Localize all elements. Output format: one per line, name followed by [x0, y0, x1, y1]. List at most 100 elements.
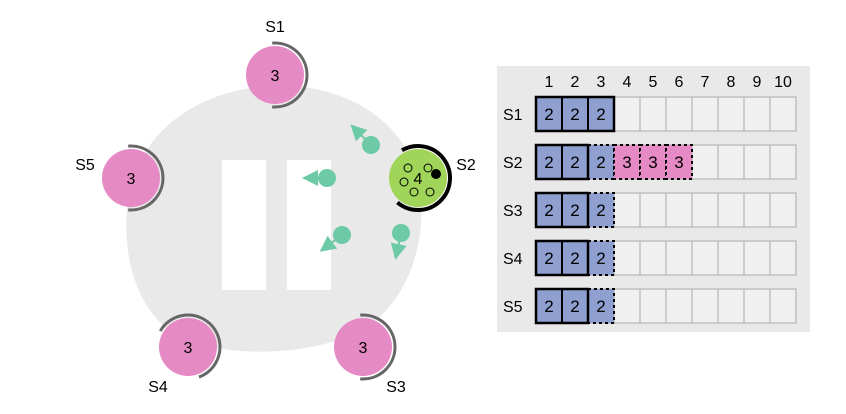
log-entry-term: 2: [570, 153, 579, 172]
cluster-background: [126, 85, 422, 352]
server-s4[interactable]: 3S4: [148, 313, 222, 396]
log-entry-term: 2: [570, 105, 579, 124]
log-slot: [613, 96, 641, 132]
log-entry-term: 2: [596, 153, 605, 172]
log-slot: [743, 192, 771, 228]
message-4: [390, 224, 410, 260]
log-entry-term: 3: [622, 153, 631, 172]
column-index: 4: [623, 74, 632, 91]
server-label: S1: [265, 19, 285, 36]
log-slot: [691, 288, 719, 324]
log-entry: [561, 240, 589, 276]
server-s1[interactable]: 3 S1: [246, 19, 309, 109]
column-index: 10: [774, 74, 792, 91]
log-entry-term: 2: [570, 249, 579, 268]
column-index: 7: [701, 74, 710, 91]
log-slot: [717, 96, 745, 132]
pause-bar-left: [222, 160, 266, 290]
vote-slot: [403, 163, 413, 173]
vote-dot: [431, 169, 441, 179]
log-entry: [587, 288, 615, 324]
committed-outline: [534, 143, 590, 181]
server-circle: [246, 46, 304, 104]
log-slot: [743, 240, 771, 276]
log-entry-term: 3: [674, 153, 683, 172]
column-index: 1: [545, 74, 554, 91]
server-circle: [159, 318, 217, 376]
log-slot: [639, 192, 667, 228]
log-slot: [665, 96, 693, 132]
log-entry-term: 2: [596, 249, 605, 268]
server-circle: [389, 149, 447, 207]
log-slot: [717, 240, 745, 276]
log-entry: [587, 192, 615, 228]
log-slot: [613, 240, 641, 276]
log-slot: [691, 240, 719, 276]
committed-outline: [534, 239, 590, 277]
log-entry-term: 2: [544, 153, 553, 172]
vote-slot: [423, 163, 433, 173]
log-entry: [665, 144, 693, 180]
log-slot: [691, 144, 719, 180]
log-slot: [717, 144, 745, 180]
server-s3[interactable]: 3S3: [334, 313, 406, 396]
log-slot: [691, 96, 719, 132]
log-entry-term: 2: [544, 201, 553, 220]
log-slot: [613, 288, 641, 324]
committed-outline: [534, 95, 616, 133]
server-circle: [334, 318, 392, 376]
committed-outline: [534, 191, 590, 229]
server-term: 3: [359, 340, 368, 357]
message-2: [302, 169, 336, 187]
server-s2[interactable]: 4S2: [389, 144, 476, 212]
log-entry-term: 2: [544, 105, 553, 124]
server-label: S3: [386, 379, 406, 396]
server-term: 3: [127, 171, 136, 188]
server-term: 3: [184, 340, 193, 357]
column-index: 9: [753, 74, 762, 91]
log-slot: [743, 96, 771, 132]
election-timer-arc: [396, 144, 452, 212]
message-1: [350, 124, 380, 154]
server-term: 3: [271, 68, 280, 85]
log-slot: [743, 288, 771, 324]
log-slot: [613, 192, 641, 228]
election-timer-arc: [128, 144, 165, 212]
log-slot: [691, 192, 719, 228]
log-slot: [769, 192, 797, 228]
log-entry-term: 2: [596, 201, 605, 220]
log-slot: [769, 96, 797, 132]
server-label: S5: [75, 157, 95, 174]
column-index: 2: [571, 74, 580, 91]
log-row-label: S5: [503, 299, 523, 316]
log-entry-term: 2: [596, 105, 605, 124]
log-entry: [639, 144, 667, 180]
server-s5[interactable]: 3 S5: [75, 144, 165, 212]
election-timer-arc: [272, 41, 309, 109]
committed-outline: [534, 287, 590, 325]
log-entry-term: 2: [570, 201, 579, 220]
log-slot: [665, 240, 693, 276]
election-timer-arc: [158, 313, 222, 379]
log-slot: [769, 288, 797, 324]
log-entry-term: 3: [648, 153, 657, 172]
log-entry-term: 2: [570, 297, 579, 316]
log-slot: [639, 96, 667, 132]
election-timer-arc: [360, 313, 397, 381]
log-slot: [717, 288, 745, 324]
log-entry-term: 2: [544, 297, 553, 316]
log-slot: [743, 144, 771, 180]
log-slot: [717, 192, 745, 228]
column-index: 3: [597, 74, 606, 91]
log-slot: [665, 288, 693, 324]
log-slot: [639, 288, 667, 324]
log-entry-term: 2: [596, 297, 605, 316]
log-slot: [769, 240, 797, 276]
